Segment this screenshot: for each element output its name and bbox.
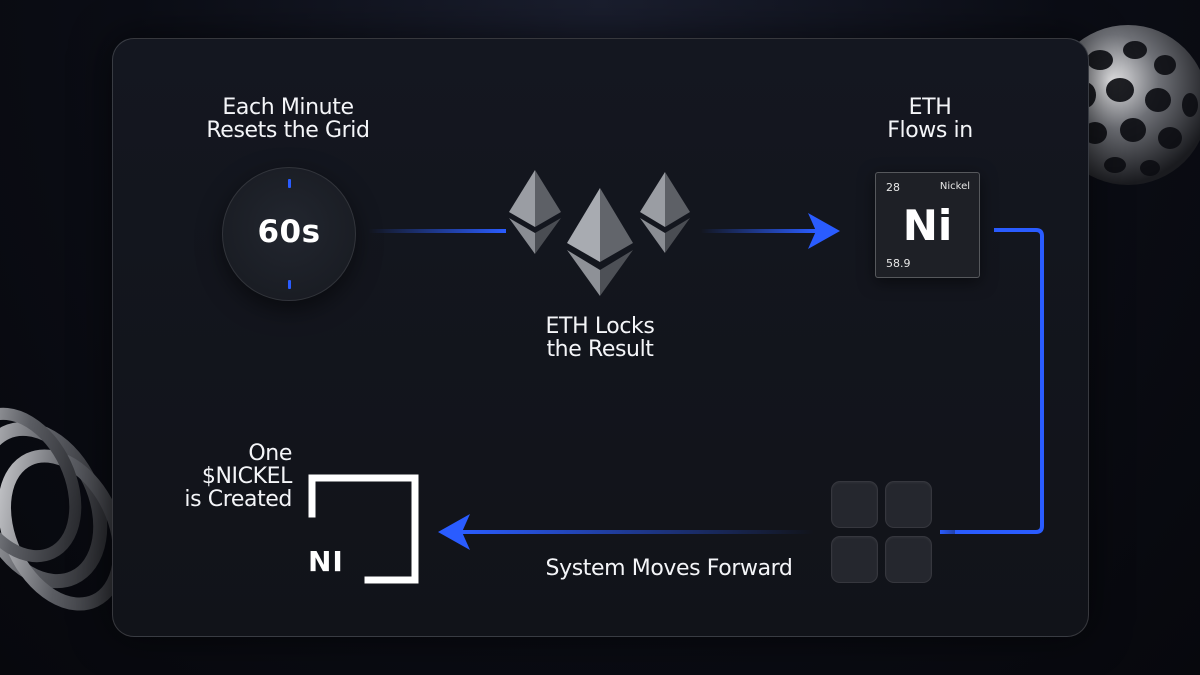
eth-lock-title-line2: the Result xyxy=(546,337,654,362)
connector-fade xyxy=(940,530,980,534)
element-name: Nickel xyxy=(939,181,970,192)
created-title-line1: One xyxy=(248,441,292,466)
timer-tick-top xyxy=(288,179,291,188)
timer-step-title-line2: Resets the Grid xyxy=(206,118,370,143)
element-symbol: Ni xyxy=(902,201,953,250)
connector-eth-to-tile xyxy=(700,229,816,233)
created-title: One $NICKEL is Created xyxy=(150,442,292,511)
grid-square xyxy=(885,481,932,528)
grid-square xyxy=(831,481,878,528)
eth-flow-title: ETH Flows in xyxy=(860,96,1000,142)
ethereum-icon xyxy=(509,170,561,254)
ni-logo-frame xyxy=(308,474,419,584)
ethereum-icon xyxy=(640,172,690,253)
grid-square xyxy=(885,536,932,583)
chrome-coil xyxy=(0,407,127,611)
created-title-line2: $NICKEL xyxy=(201,464,292,489)
arrow-left-icon xyxy=(438,514,470,550)
connector-system-to-logo xyxy=(462,530,814,534)
atomic-number: 28 xyxy=(886,181,900,194)
system-label-text: System Moves Forward xyxy=(545,556,793,581)
grid-square xyxy=(831,536,878,583)
atomic-mass: 58.9 xyxy=(886,257,911,270)
timer-step-title: Each Minute Resets the Grid xyxy=(200,96,376,142)
created-title-line3: is Created xyxy=(184,487,292,512)
connector-timer-to-eth xyxy=(368,229,506,233)
timer-dial: 60s xyxy=(222,167,356,301)
eth-lock-title: ETH Locks the Result xyxy=(510,315,690,361)
timer-step-title-line1: Each Minute xyxy=(222,95,354,120)
system-label: System Moves Forward xyxy=(530,557,808,580)
timer-tick-bottom xyxy=(288,280,291,289)
ethereum-icon xyxy=(567,188,633,296)
connector-tile-to-system xyxy=(955,228,1044,534)
eth-lock-title-line1: ETH Locks xyxy=(545,314,655,339)
eth-flow-title-line1: ETH xyxy=(908,95,952,120)
nickel-element-tile: 28 Nickel Ni 58.9 xyxy=(875,172,980,278)
nickel-logo-text: NI xyxy=(308,545,344,578)
eth-flow-title-line2: Flows in xyxy=(887,118,973,143)
timer-value: 60s xyxy=(257,214,321,250)
arrow-right-icon xyxy=(808,213,840,249)
